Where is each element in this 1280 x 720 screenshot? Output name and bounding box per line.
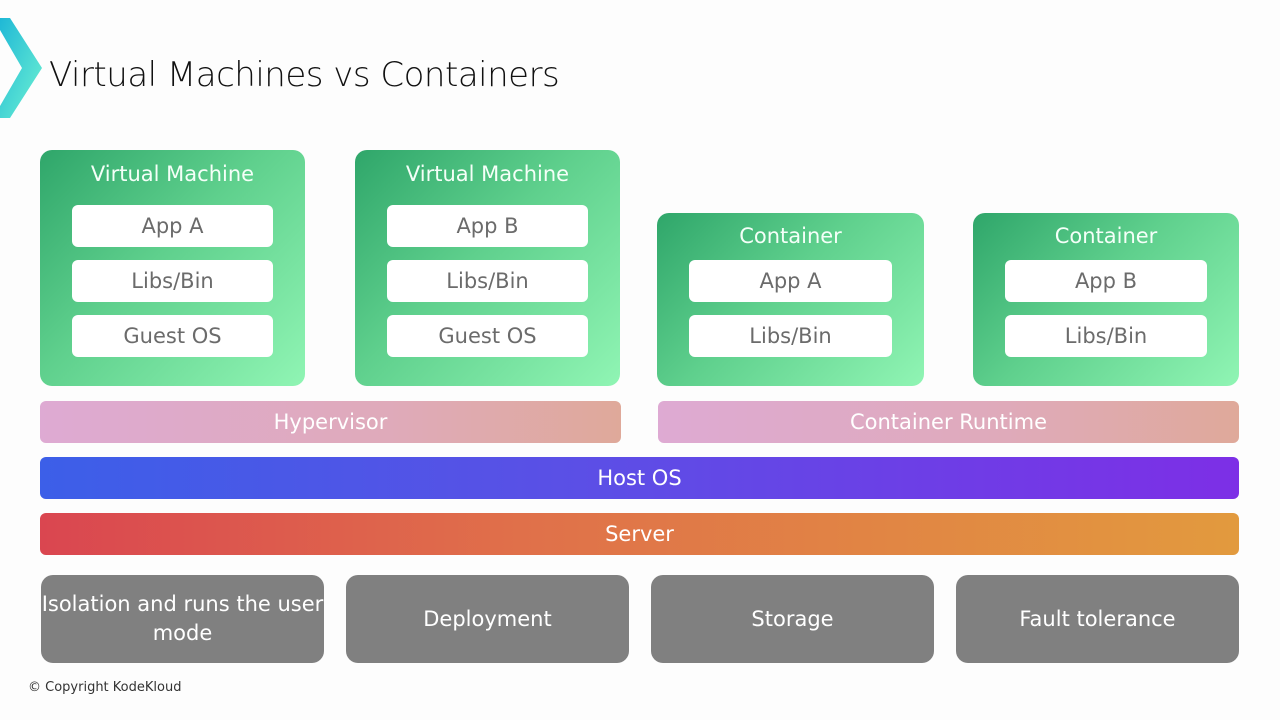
container-box: Container App B Libs/Bin xyxy=(973,213,1239,386)
feature-storage: Storage xyxy=(651,575,934,663)
page-title: Virtual Machines vs Containers xyxy=(49,55,560,95)
feature-isolation: Isolation and runs the user mode xyxy=(41,575,324,663)
feature-fault-tolerance: Fault tolerance xyxy=(956,575,1239,663)
container-box: Container App A Libs/Bin xyxy=(657,213,924,386)
vm-label: Virtual Machine xyxy=(405,162,570,186)
server-layer: Server xyxy=(40,513,1239,555)
virtual-machine-box: Virtual Machine App A Libs/Bin Guest OS xyxy=(40,150,305,386)
container-label: Container xyxy=(1054,224,1158,248)
container-runtime-layer: Container Runtime xyxy=(658,401,1239,443)
kodekloud-logo-icon xyxy=(0,18,42,118)
vm-label: Virtual Machine xyxy=(90,162,255,186)
vm-layer-app: App B xyxy=(387,205,588,247)
virtual-machine-box: Virtual Machine App B Libs/Bin Guest OS xyxy=(355,150,620,386)
host-os-layer: Host OS xyxy=(40,457,1239,499)
container-layer-libs: Libs/Bin xyxy=(1005,315,1207,357)
feature-deployment: Deployment xyxy=(346,575,629,663)
vm-layer-libs: Libs/Bin xyxy=(72,260,273,302)
vm-layer-guest-os: Guest OS xyxy=(387,315,588,357)
vm-layer-libs: Libs/Bin xyxy=(387,260,588,302)
vm-layer-app: App A xyxy=(72,205,273,247)
vm-layer-guest-os: Guest OS xyxy=(72,315,273,357)
container-label: Container xyxy=(739,224,842,248)
copyright-footer: © Copyright KodeKloud xyxy=(28,680,182,695)
container-layer-app: App A xyxy=(689,260,892,302)
hypervisor-layer: Hypervisor xyxy=(40,401,621,443)
container-layer-libs: Libs/Bin xyxy=(689,315,892,357)
container-layer-app: App B xyxy=(1005,260,1207,302)
